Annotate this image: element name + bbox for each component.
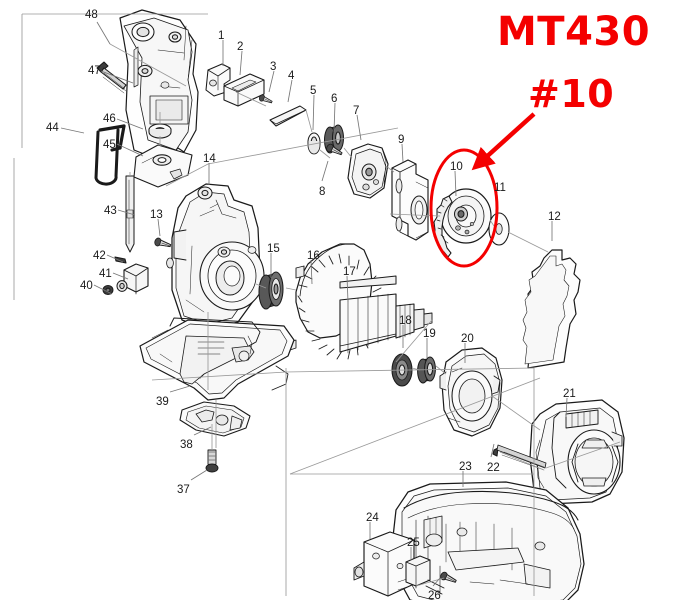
callout-leader-line: [268, 70, 275, 93]
callout-number: 38: [180, 439, 193, 451]
callout-leader-line: [100, 70, 134, 84]
highlight-arrow: [471, 112, 536, 171]
callout-number: 46: [103, 113, 116, 125]
diagram-linework: [94, 9, 625, 600]
callout-leader-line: [193, 426, 212, 436]
callout-number: 24: [366, 512, 379, 524]
callout-leader-line: [490, 443, 495, 458]
callout-leader-line: [239, 50, 243, 76]
part-47-housing-cover: [119, 9, 199, 163]
callout-number: 7: [353, 105, 359, 117]
part-38-shoe-retainer: [179, 401, 251, 437]
part-23-motor-housing: [391, 481, 585, 600]
callout-leader-line: [356, 114, 362, 141]
part-number-annotation-label: #10: [528, 72, 615, 116]
callout-number: 19: [423, 328, 436, 340]
callout-number: 4: [288, 70, 295, 82]
callout-number: 41: [99, 268, 112, 280]
part-14-gear-housing: [166, 183, 265, 331]
callout-number: 5: [310, 85, 316, 97]
part-43-guide-rod: [125, 175, 135, 253]
callout-leader-line: [116, 118, 144, 130]
part-15-ball-bearing: [258, 271, 284, 310]
callout-leader-line: [401, 143, 404, 163]
callout-number: 43: [104, 205, 117, 217]
callout-number: 45: [103, 139, 116, 151]
part-20-rear-bearing-box: [439, 347, 503, 437]
part-19-small-bearing: [417, 356, 436, 384]
callout-number: 6: [331, 93, 337, 105]
part-44-wire-guide: [94, 124, 126, 186]
part-16-17-armature: [289, 243, 433, 360]
model-annotation-label: MT430: [497, 9, 651, 55]
callout-number: 14: [203, 153, 216, 165]
callout-leader-line: [106, 254, 124, 263]
callout-number: 23: [459, 461, 472, 473]
callout-number: 1: [218, 30, 224, 42]
callout-leader-line: [117, 209, 136, 216]
callout-leader-line: [190, 469, 208, 481]
callout-number: 17: [343, 266, 356, 278]
callout-numbers: 4847464544434241401314123456789101112151…: [46, 9, 576, 600]
callout-leader-line: [565, 397, 568, 418]
part-13-screw: [153, 236, 173, 250]
callout-leader-line: [93, 284, 113, 295]
part-46-washer: [148, 123, 172, 139]
part-25-carbon-brush: [405, 555, 445, 595]
callout-number: 20: [461, 333, 474, 345]
callout-number: 2: [237, 41, 243, 53]
callout-leader-line: [432, 577, 441, 587]
callout-number: 9: [398, 134, 404, 146]
callout-number: 3: [270, 61, 276, 73]
part-2-slide-block: [223, 73, 265, 107]
callout-number: 18: [399, 315, 412, 327]
part-24-switch-assembly: [353, 531, 415, 597]
part-42-pin: [114, 256, 127, 264]
part-9-slider-guide: [391, 159, 429, 241]
callout-number: 37: [177, 484, 190, 496]
callout-leader-line: [287, 79, 293, 103]
callout-number: 15: [267, 243, 280, 255]
callout-number: 25: [407, 537, 420, 549]
highlight-ellipse: [429, 148, 499, 268]
callout-leader-line: [333, 102, 336, 133]
callout-leader-line: [454, 170, 457, 197]
part-37-shoe-screw: [205, 449, 219, 473]
callout-number: 26: [428, 590, 441, 600]
callout-number: 39: [156, 396, 169, 408]
callout-leader-line: [346, 275, 349, 303]
callout-leader-line: [60, 127, 85, 134]
part-41-roller-holder: [116, 263, 149, 295]
part-39-base-shoe: [139, 317, 295, 401]
callout-leader-line: [157, 218, 161, 237]
part-4-flat-plate: [269, 105, 307, 127]
callout-leader-line: [169, 385, 191, 393]
callout-number: 48: [85, 9, 98, 21]
callout-number: 44: [46, 122, 59, 134]
callout-number: 12: [548, 211, 561, 223]
callout-leader-line: [116, 143, 144, 157]
callout-number: 21: [563, 388, 576, 400]
callout-leader-line: [321, 160, 329, 182]
part-10-helical-gear: [433, 188, 492, 258]
callout-leader-line: [112, 272, 129, 280]
callout-leader-line: [310, 259, 313, 285]
callout-number: 22: [487, 462, 500, 474]
callout-number: 42: [93, 250, 106, 262]
part-48-hex-bolt: [96, 61, 127, 94]
callout-number: 11: [494, 182, 506, 194]
callout-number: 13: [150, 209, 163, 221]
callout-number: 40: [80, 280, 93, 292]
part-12-insulation-plate: [522, 249, 581, 369]
callout-leader-line: [96, 21, 111, 45]
callout-number: 47: [88, 65, 101, 77]
callout-number: 10: [450, 161, 463, 173]
part-7-crank-cam: [347, 143, 389, 199]
callout-number: 16: [307, 250, 320, 262]
part-21-field-stator: [529, 399, 625, 505]
callout-leader-line: [312, 94, 315, 131]
assembly-lines: [13, 13, 621, 596]
callout-number: 8: [319, 186, 325, 198]
